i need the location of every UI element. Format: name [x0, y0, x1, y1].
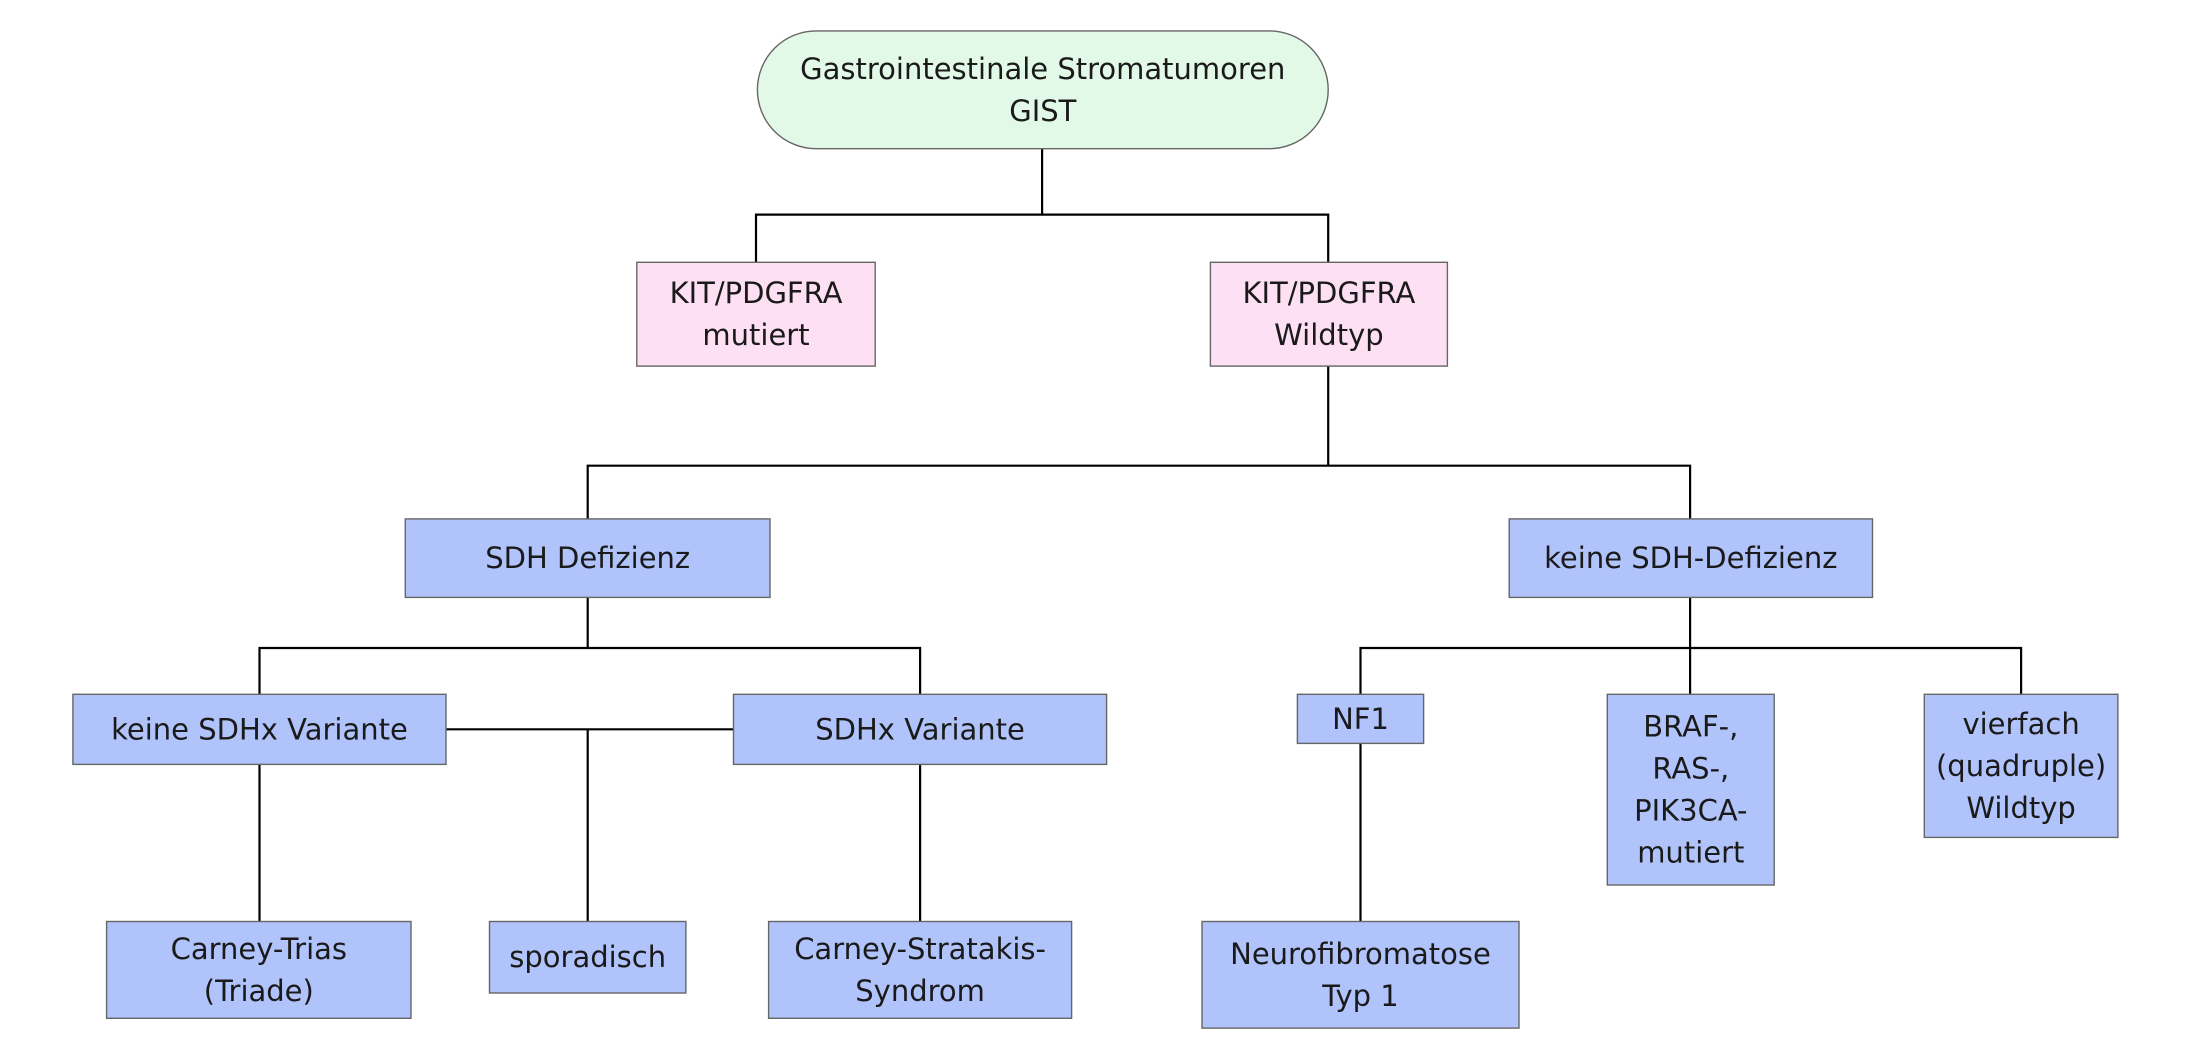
node-label-line: Carney-Trias [171, 932, 347, 966]
node-vierfach: vierfach (quadruple) Wildtyp [1923, 693, 2119, 839]
node-sdhx: SDHx Variante [732, 693, 1108, 766]
connector-line [258, 646, 922, 695]
connector-line [1359, 646, 2023, 695]
node-label-line: KIT/PDGFRA [670, 276, 843, 310]
node-kit-wildtyp: KIT/PDGFRA Wildtyp [1209, 261, 1449, 367]
node-box [756, 30, 1329, 150]
node-sporadisch: sporadisch [488, 920, 687, 994]
node-label-line: keine SDHx Variante [111, 712, 408, 746]
node-keine-sdh: keine SDH-Defizienz [1508, 518, 1874, 599]
node-box [404, 518, 771, 599]
node-label-line: GIST [1009, 94, 1076, 128]
node-label-line: RAS-, [1652, 752, 1729, 786]
node-box [1209, 261, 1449, 367]
node-label-line: sporadisch [509, 940, 666, 974]
node-label-line: Carney-Stratakis- [794, 932, 1046, 966]
node-label-line: Wildtyp [1966, 791, 2076, 825]
node-nf1: NF1 [1296, 693, 1425, 745]
node-label-line: (Triade) [204, 974, 314, 1008]
node-box [1201, 920, 1520, 1029]
node-label-line: keine SDH-Defizienz [1544, 541, 1837, 575]
node-label-line: (quadruple) [1936, 749, 2106, 783]
node-label-line: Syndrom [855, 974, 985, 1008]
node-label-line: mutiert [702, 318, 809, 352]
node-carney-stratakis: Carney-Stratakis- Syndrom [767, 920, 1073, 1020]
node-label-line: Gastrointestinale Stromatumoren [800, 52, 1285, 86]
node-keine-sdhx: keine SDHx Variante [72, 693, 447, 766]
node-box [1296, 693, 1425, 745]
node-box [1508, 518, 1874, 599]
node-label-line: Wildtyp [1274, 318, 1384, 352]
node-label-line: BRAF-, [1643, 710, 1738, 744]
node-label-line: SDHx Variante [815, 712, 1025, 746]
node-box [1923, 693, 2119, 839]
connector-line [754, 213, 1330, 263]
node-braf: BRAF-, RAS-, PIK3CA-mutiert [1606, 693, 1775, 886]
node-kit-mutiert: KIT/PDGFRA mutiert [636, 261, 876, 367]
node-label-line: NF1 [1332, 702, 1389, 736]
node-sdh-defizienz: SDH Defizienz [404, 518, 771, 599]
node-label-line: PIK3CA- [1634, 794, 1747, 828]
node-box [732, 693, 1108, 766]
node-box [488, 920, 687, 994]
node-carney-trias: Carney-Trias (Triade) [105, 920, 412, 1020]
node-box [1606, 693, 1775, 886]
node-label-line: SDH Defizienz [485, 541, 690, 575]
node-box [767, 920, 1073, 1020]
node-label-line: KIT/PDGFRA [1242, 276, 1415, 310]
node-box [105, 920, 412, 1020]
connector-line [586, 464, 1692, 519]
node-box [636, 261, 876, 367]
node-label-line: mutiert [1637, 836, 1744, 870]
connector-lines [258, 148, 2023, 922]
node-label-line: Neurofibromatose [1230, 937, 1491, 971]
node-label-line: vierfach [1962, 707, 2079, 741]
node-label-line: Typ 1 [1321, 979, 1398, 1013]
node-box [72, 693, 447, 766]
